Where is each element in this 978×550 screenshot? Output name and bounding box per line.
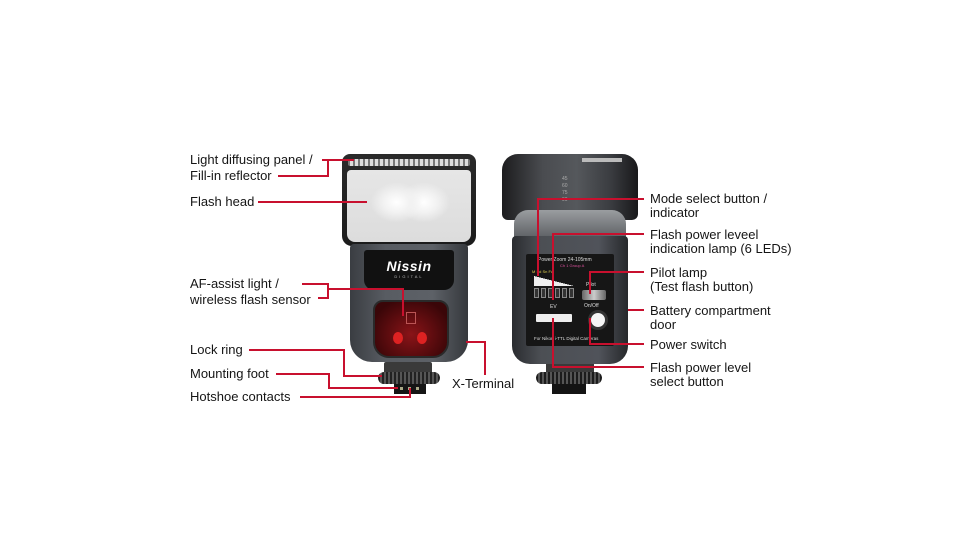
lock-ring — [378, 372, 440, 384]
control-panel: Power Zoom 24-105mm Ch 1 Group A M Sd Sn… — [526, 254, 614, 346]
hotshoe-contact-icon — [416, 387, 419, 390]
ev-label: EV — [550, 304, 557, 310]
label-power-switch: Power switch — [650, 337, 727, 352]
brand-window: Nissin DIGITAL — [364, 250, 454, 290]
led-icon — [541, 288, 546, 298]
head-label — [582, 158, 622, 162]
leader-x-terminal — [466, 341, 486, 375]
head-neck — [514, 210, 626, 238]
onoff-label: On/Off — [584, 303, 599, 309]
label-flash-power-lamp: Flash power leveel indication lamp (6 LE… — [650, 227, 792, 256]
brand-sub: DIGITAL — [394, 274, 424, 279]
mode-indicator: M Sd Sn Ful — [532, 269, 555, 274]
led-icon — [562, 288, 567, 298]
hotshoe — [394, 384, 426, 394]
label-pilot-lamp: Pilot lamp (Test flash button) — [650, 265, 754, 294]
brand-logo: Nissin — [386, 258, 432, 274]
af-assist-window — [373, 300, 449, 358]
led-icon — [555, 288, 560, 298]
angle-marks: 45 60 75 90 — [562, 176, 568, 203]
label-mode-select-button: Mode select button / indicator — [650, 191, 768, 220]
battery-compartment-door: Power Zoom 24-105mm Ch 1 Group A M Sd Sn… — [512, 236, 628, 364]
label-flash-head: Flash head — [190, 194, 255, 209]
flash-head — [342, 154, 476, 246]
pilot-label: Pilot — [586, 282, 596, 288]
mounting-foot — [384, 362, 432, 374]
label-battery-compartment-door: Battery compartment door — [650, 303, 771, 332]
label-hotshoe-contacts: Hotshoe contacts — [190, 389, 291, 404]
hotshoe-contact-icon — [400, 387, 403, 390]
label-mounting-foot: Mounting foot — [190, 366, 269, 381]
light-diffusing-panel — [348, 159, 470, 166]
hotshoe-contact-icon — [408, 387, 411, 390]
af-led-icon — [417, 332, 427, 344]
pilot-lamp-button — [582, 290, 606, 300]
power-switch — [588, 310, 608, 330]
label-light-diffusing-panel: Light diffusing panel / Fill-in reflecto… — [190, 152, 313, 183]
label-lock-ring: Lock ring — [190, 342, 243, 357]
led-icon — [548, 288, 553, 298]
lock-ring-rear — [536, 372, 602, 384]
label-x-terminal: X-Terminal — [452, 376, 515, 391]
af-led-icon — [393, 332, 403, 344]
power-level-leds — [534, 288, 574, 298]
power-ramp-graphic — [534, 276, 574, 286]
flash-power-select-button — [536, 314, 572, 322]
led-icon — [534, 288, 539, 298]
label-flash-power-select-button: Flash power level select button — [650, 360, 752, 389]
front-body: Nissin DIGITAL — [350, 244, 468, 362]
label-af-assist-light: AF-assist light / wireless flash sensor — [190, 276, 311, 307]
led-icon — [569, 288, 574, 298]
group-text: Ch 1 Group A — [560, 263, 585, 268]
footer-text: For Nikon i-TTL Digital Cameras — [534, 336, 599, 341]
hotshoe-rear — [552, 384, 586, 394]
mounting-foot-rear — [546, 364, 594, 374]
wireless-sensor-icon — [406, 312, 416, 324]
flash-lens — [347, 170, 471, 242]
